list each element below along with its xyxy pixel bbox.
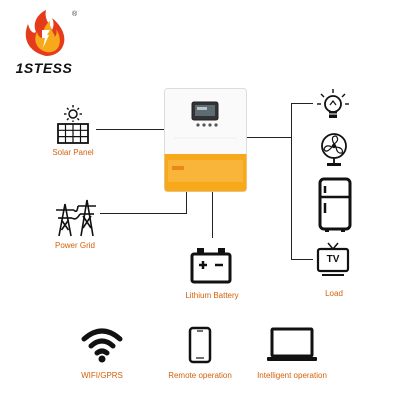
brand-logo-icon: [20, 8, 72, 58]
line-load-bus: [291, 103, 292, 260]
tv-icon: [316, 241, 350, 277]
power-grid-label: Power Grid: [54, 241, 95, 250]
wifi-icon: [79, 326, 125, 364]
laptop-icon: [266, 326, 318, 364]
solar-panel-icon: [52, 104, 94, 146]
load-label: Load: [325, 289, 343, 298]
inverter-device: [164, 88, 247, 192]
refrigerator-icon: [318, 177, 352, 233]
line-grid-horizontal: [100, 213, 187, 214]
line-battery-vertical: [212, 190, 213, 238]
line-inverter-to-bus: [247, 137, 292, 138]
remote-operation-label: Remote operation: [168, 371, 232, 380]
solar-panel-label: Solar Panel: [52, 148, 94, 157]
registered-mark: ®: [72, 11, 78, 18]
battery-icon: [190, 246, 232, 284]
tv-screen-text: TV: [326, 254, 340, 265]
line-grid-vertical: [186, 190, 187, 214]
fan-icon: [318, 132, 350, 168]
battery-label: Lithium Battery: [185, 291, 239, 300]
line-bus-to-bulb: [291, 103, 313, 104]
brand-name: 1STESS: [15, 60, 73, 76]
line-solar-to-inverter: [96, 129, 164, 130]
line-bus-to-tv: [291, 259, 313, 260]
power-grid-icon: [53, 196, 99, 238]
intelligent-operation-label: Intelligent operation: [257, 371, 327, 380]
wifi-label: WIFI/GPRS: [81, 371, 123, 380]
smartphone-icon: [186, 326, 214, 364]
light-bulb-icon: [316, 88, 350, 122]
